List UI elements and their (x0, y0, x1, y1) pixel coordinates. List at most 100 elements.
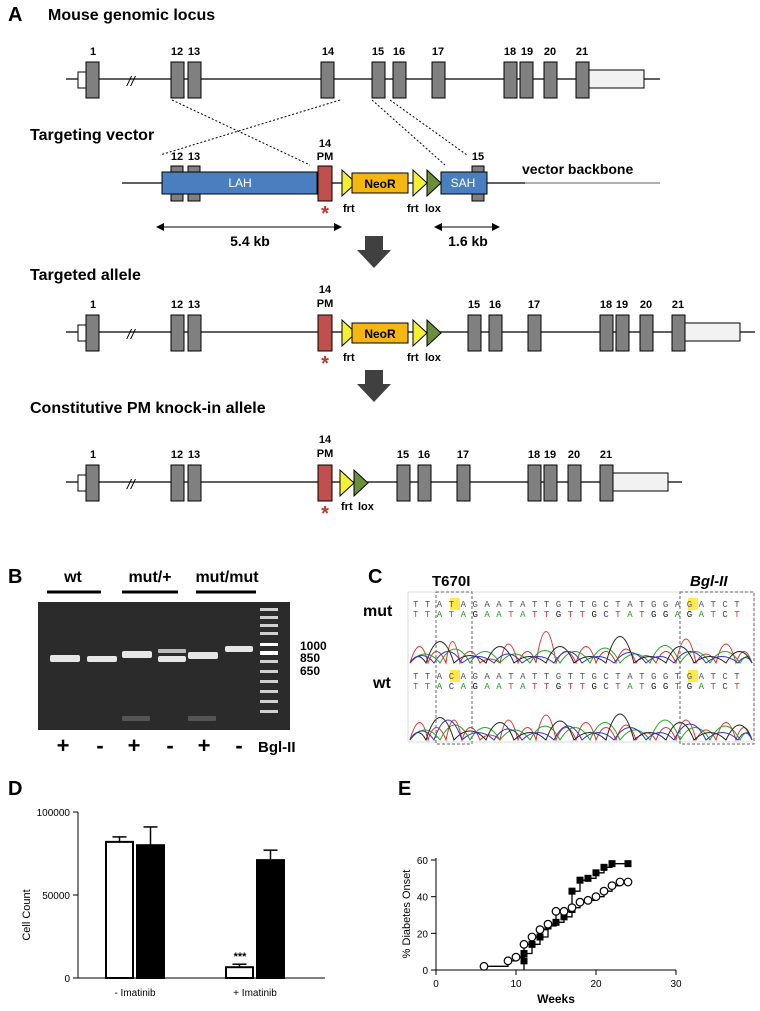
y-tick-label: 100000 (37, 808, 71, 819)
exon-label: 15 (397, 449, 409, 461)
exon-label: 12 (171, 151, 183, 163)
exon-21 (575, 61, 590, 99)
sequence-base: A (627, 682, 633, 692)
lane-sign: - (166, 733, 173, 758)
exon-19 (519, 61, 534, 99)
knockin-allele: // 1 12 13 14 PM 15 16 17 18 19 20 21 * (66, 434, 682, 525)
sah-label: SAH (451, 176, 476, 190)
lox-label: lox (425, 352, 442, 364)
sequence-base: G (651, 672, 656, 682)
sequence-base: A (437, 672, 443, 682)
data-point-square (584, 874, 592, 882)
sequence-base: T (734, 682, 740, 692)
lox-label: lox (358, 501, 375, 513)
arrow-down (357, 370, 391, 402)
sequence-base: A (699, 610, 705, 620)
bar (225, 966, 254, 980)
sequence-base: T (413, 610, 419, 620)
sequence-base: A (461, 682, 467, 692)
exon-label: 21 (672, 299, 684, 311)
y-tick-label: 0 (422, 966, 428, 977)
lah-arm (161, 171, 318, 195)
row-mut-label: mut (363, 603, 393, 620)
data-point-square (592, 869, 600, 877)
sequence-base: T (449, 600, 455, 610)
site-label-2: Bgl-II (690, 573, 728, 590)
exon-label: 14 (319, 284, 332, 296)
sequence-base: A (484, 610, 490, 620)
data-point-circle (623, 877, 633, 887)
y-tick-label: 50000 (42, 891, 70, 902)
sequence-base: A (520, 600, 526, 610)
sequence-base: T (568, 682, 574, 692)
sequence-base: C (603, 682, 609, 692)
d-ylabel: Cell Count (21, 889, 33, 940)
data-point-square (608, 860, 616, 868)
enzyme-label: Bgl-II (258, 739, 296, 756)
exon-14-pm (317, 314, 333, 352)
marker-1000: 1000 (300, 639, 327, 653)
lox-site (426, 168, 442, 198)
exon-15 (371, 61, 386, 99)
frt-label: frt (341, 501, 353, 513)
sequence-base: T (532, 600, 538, 610)
e-ylabel: % Diabetes Onset (401, 870, 413, 959)
sequence-base: T (615, 610, 621, 620)
lane-sign: + (57, 733, 70, 758)
targeting-vector: LAH NeoR SAH 12 13 14 PM 15 vector backb… (122, 138, 660, 249)
bar (136, 844, 165, 980)
data-point-circle (551, 906, 561, 916)
x-category-label: + Imatinib (233, 988, 277, 999)
sequence-base: G (556, 682, 561, 692)
exon-label: 21 (576, 46, 588, 58)
data-point-square (624, 860, 632, 868)
sequence-base: T (544, 610, 550, 620)
arrow-down (357, 236, 391, 268)
lah-label: LAH (228, 176, 251, 190)
sequence-base: G (687, 672, 692, 682)
sequence-base: G (556, 600, 561, 610)
neor-cassette (351, 172, 409, 194)
ladder (260, 608, 278, 713)
exon-1 (85, 61, 100, 99)
exon-label: 16 (418, 449, 430, 461)
sequence-base: G (556, 672, 561, 682)
sequence-base: A (627, 610, 633, 620)
sequence-base: A (461, 672, 467, 682)
exon-16 (392, 61, 407, 99)
exon-label: 1 (90, 449, 96, 461)
sequence-base: C (603, 610, 609, 620)
length-5-4kb: 5.4 kb (230, 233, 270, 249)
exon-label: 18 (528, 449, 540, 461)
sequence-base: G (473, 600, 478, 610)
sequence-base: T (734, 610, 740, 620)
sequence-base: T (580, 672, 586, 682)
sequence-base: T (711, 610, 717, 620)
exon-label: 20 (568, 449, 580, 461)
exon-17 (431, 61, 446, 99)
sequence-base: T (734, 600, 740, 610)
frt-site (412, 168, 428, 198)
panel-c-label: C (368, 566, 382, 588)
sequence-base: T (615, 672, 621, 682)
sequence-base: T (568, 610, 574, 620)
sequence-base: G (687, 600, 692, 610)
sequence-base: A (627, 600, 633, 610)
frt-label: frt (407, 203, 419, 215)
data-point-circle (503, 956, 513, 966)
exon-label: 20 (640, 299, 652, 311)
sequence-base: A (437, 600, 443, 610)
sequence-base: T (413, 682, 419, 692)
row-wt-label: wt (372, 675, 391, 692)
sequence-base: T (580, 600, 586, 610)
mutation-star: * (321, 353, 329, 375)
y-tick-label: 20 (417, 929, 429, 940)
exon-label: 12 (171, 46, 183, 58)
sequence-base: T (568, 600, 574, 610)
data-point-circle (583, 895, 593, 905)
sequence-base: A (484, 682, 490, 692)
sequence-base: C (722, 672, 728, 682)
break-mark: // (126, 73, 137, 89)
